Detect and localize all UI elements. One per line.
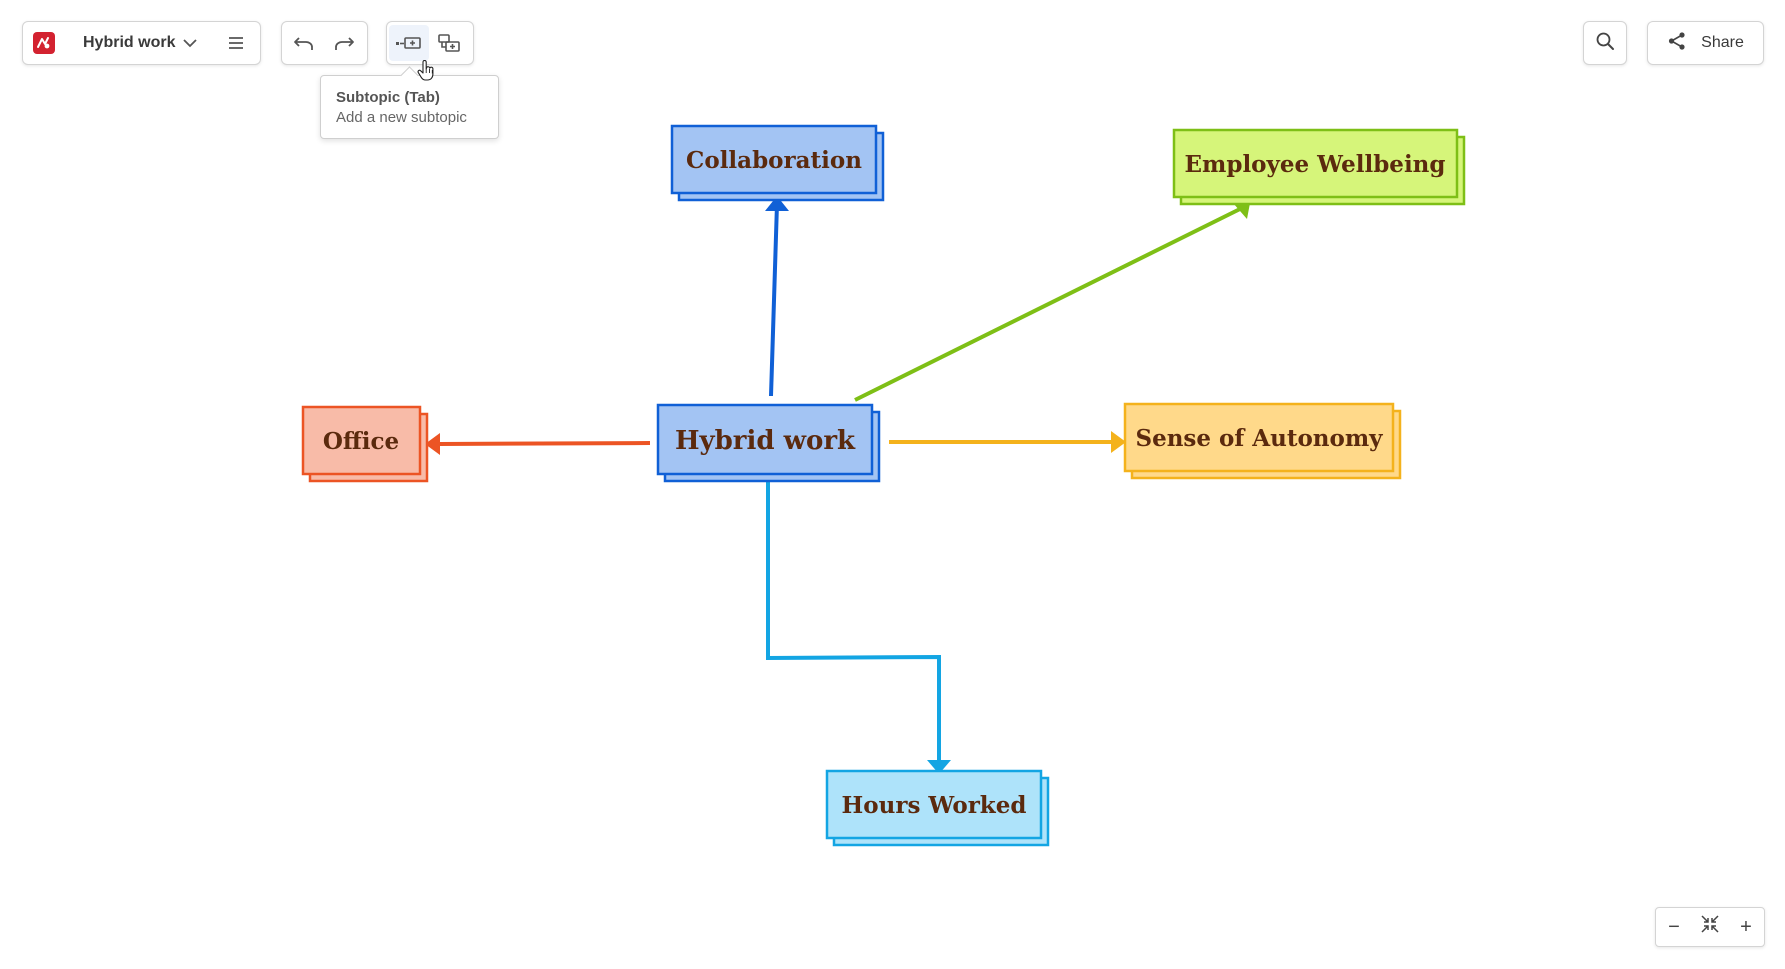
add-child-topic-icon bbox=[437, 33, 461, 53]
redo-button[interactable] bbox=[324, 25, 364, 61]
document-title-dropdown[interactable]: Hybrid work bbox=[83, 34, 198, 52]
topic-hours-worked-box bbox=[825, 769, 1043, 840]
topic-employee-wellbeing[interactable]: Employee Wellbeing bbox=[1172, 128, 1466, 206]
share-button[interactable]: Share bbox=[1647, 21, 1764, 65]
zoom-out-button[interactable]: − bbox=[1668, 915, 1680, 938]
topic-office-label: Office bbox=[323, 428, 399, 455]
central-topic[interactable]: Hybrid work bbox=[656, 403, 881, 483]
fit-to-screen-button[interactable] bbox=[1694, 911, 1726, 943]
connector-collaboration-arrow bbox=[765, 196, 789, 211]
share-label: Share bbox=[1701, 34, 1744, 51]
topic-employee-wellbeing-box bbox=[1172, 128, 1459, 199]
chevron-down-icon bbox=[183, 38, 198, 48]
central-topic-box bbox=[656, 403, 874, 476]
connector-employee-wellbeing-arrow bbox=[1233, 203, 1250, 219]
topic-collaboration-label: Collaboration bbox=[686, 147, 862, 174]
connectors bbox=[425, 196, 1250, 774]
mindmap-logo-icon[interactable] bbox=[33, 32, 55, 54]
add-subtopic-icon bbox=[395, 36, 423, 50]
central-topic-label: Hybrid work bbox=[675, 426, 856, 456]
zoom-in-button[interactable]: + bbox=[1740, 915, 1752, 938]
topic-sense-of-autonomy-box bbox=[1123, 402, 1395, 473]
topic-office-box bbox=[301, 405, 422, 476]
topic-sense-of-autonomy-label: Sense of Autonomy bbox=[1135, 425, 1383, 452]
topic-collaboration-box bbox=[670, 124, 878, 195]
topic-hours-worked-label: Hours Worked bbox=[842, 792, 1027, 819]
hamburger-menu-icon bbox=[227, 35, 245, 51]
topic-office[interactable]: Office bbox=[301, 405, 429, 483]
undo-button[interactable] bbox=[284, 25, 324, 61]
tooltip-title: Subtopic (Tab) bbox=[336, 89, 440, 106]
fit-to-screen-icon bbox=[1700, 914, 1720, 940]
zoom-controls: − + bbox=[1655, 907, 1765, 947]
topic-hours-worked[interactable]: Hours Worked bbox=[825, 769, 1050, 847]
subtopic-tooltip: Subtopic (Tab) Add a new subtopic bbox=[320, 75, 499, 139]
share-icon bbox=[1667, 31, 1687, 56]
topic-collaboration[interactable]: Collaboration bbox=[670, 124, 885, 202]
add-subtopic-button[interactable] bbox=[389, 25, 429, 61]
connector-office bbox=[439, 441, 651, 446]
connector-office-arrow bbox=[425, 433, 440, 455]
connector-collaboration bbox=[769, 203, 779, 397]
redo-icon bbox=[333, 34, 355, 52]
connector-hours-worked bbox=[766, 482, 941, 760]
document-title: Hybrid work bbox=[83, 34, 176, 51]
topic-sense-of-autonomy[interactable]: Sense of Autonomy bbox=[1123, 402, 1402, 480]
search-icon bbox=[1595, 31, 1615, 55]
search-button[interactable] bbox=[1583, 21, 1627, 65]
hand-cursor-icon bbox=[417, 59, 435, 86]
connector-sense-of-autonomy-arrow bbox=[1111, 431, 1126, 453]
document-toolbar: Hybrid work bbox=[22, 21, 261, 65]
connector-hours-worked-arrow bbox=[927, 760, 951, 774]
insert-toolbar bbox=[386, 21, 474, 65]
tooltip-description: Add a new subtopic bbox=[336, 109, 467, 126]
menu-button[interactable] bbox=[216, 25, 256, 61]
add-child-topic-button[interactable] bbox=[429, 25, 469, 61]
history-toolbar bbox=[281, 21, 368, 65]
topic-employee-wellbeing-label: Employee Wellbeing bbox=[1185, 151, 1446, 178]
connector-employee-wellbeing bbox=[854, 207, 1241, 402]
undo-icon bbox=[293, 34, 315, 52]
